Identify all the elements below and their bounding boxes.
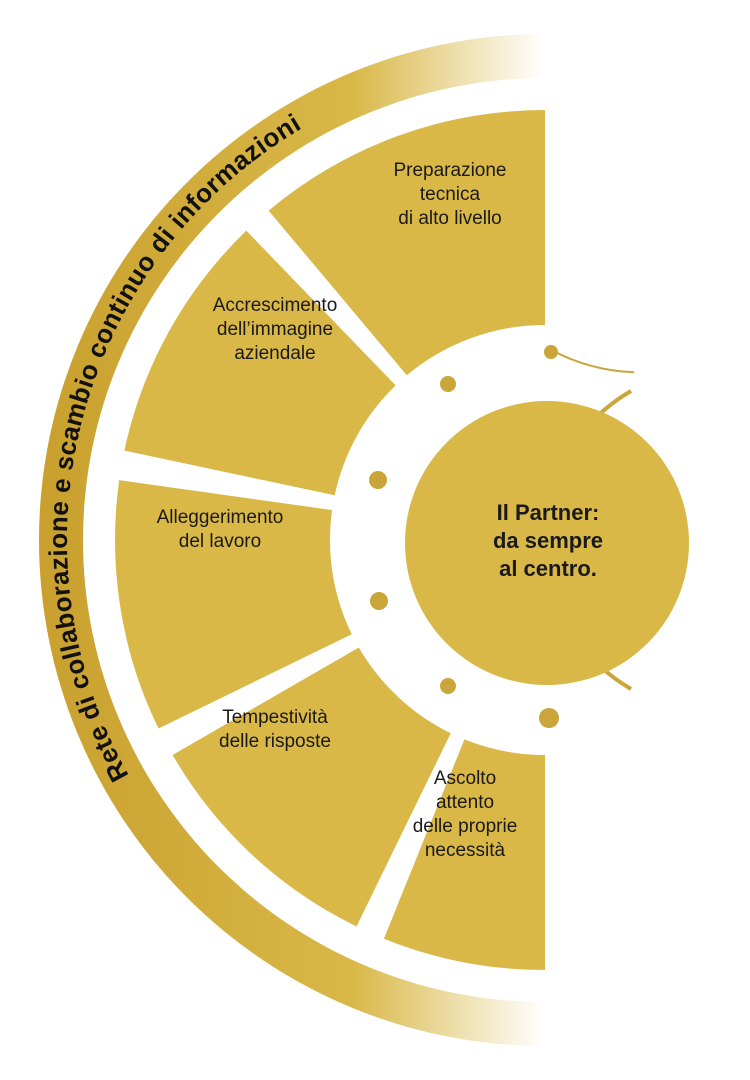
segment-label-line: Preparazione [393, 160, 506, 181]
segment-label-line: delle proprie [413, 816, 518, 837]
segment-label-line: Tempestività [222, 707, 328, 728]
center-circle [405, 401, 689, 685]
segment-label-line: delle risposte [219, 731, 331, 752]
segment-label-line: Ascolto [434, 768, 496, 789]
center-label-line: da sempre [493, 528, 603, 553]
segment-label-line: tecnica [420, 184, 481, 205]
connector-dot [369, 471, 387, 489]
segment-label-line: aziendale [234, 343, 315, 364]
center-node: Il Partner: da sempre al centro. [405, 401, 689, 685]
segment-label-line: Alleggerimento [157, 507, 284, 528]
segment-label-line: di alto livello [398, 208, 502, 229]
segment-label: Alleggerimento del lavoro [157, 507, 284, 552]
connector-dot [370, 592, 388, 610]
segment-label: Tempestività delle risposte [219, 707, 331, 752]
segment-shape [268, 110, 545, 376]
segment-label-line: attento [436, 792, 494, 813]
center-label: Il Partner: da sempre al centro. [493, 500, 603, 581]
segments: Preparazione tecnica di alto livelloAccres… [115, 110, 545, 970]
segment-label-line: del lavoro [179, 531, 261, 552]
segment-label: Ascolto attento delle proprie necessità [413, 768, 518, 861]
segment-accrescimento: Accrescimento dell’immagine aziendale [124, 230, 396, 496]
segment-ascolto: Ascolto attento delle proprie necessità [383, 739, 545, 970]
segment-shape [115, 480, 352, 729]
connector-dot [539, 708, 559, 728]
connector-dot [440, 376, 456, 392]
segment-label-line: necessità [425, 840, 506, 861]
segment-label: Preparazione tecnica di alto livello [393, 160, 506, 229]
segment-preparazione: Preparazione tecnica di alto livello [268, 110, 545, 376]
segment-tempestivita: Tempestività delle risposte [172, 647, 451, 927]
center-label-line: Il Partner: [497, 500, 600, 525]
segment-shape [124, 230, 396, 496]
segment-label-line: dell’immagine [217, 319, 333, 340]
center-label-line: al centro. [499, 556, 597, 581]
segment-shape [172, 647, 451, 927]
connector-dot [544, 345, 558, 359]
segment-label: Accrescimento dell’immagine aziendale [213, 295, 338, 364]
connector-arc-thin [551, 349, 635, 374]
segment-shape [383, 739, 545, 970]
segment-label-line: Accrescimento [213, 295, 338, 316]
segment-alleggerimento: Alleggerimento del lavoro [115, 480, 352, 729]
connector-dot [440, 678, 456, 694]
